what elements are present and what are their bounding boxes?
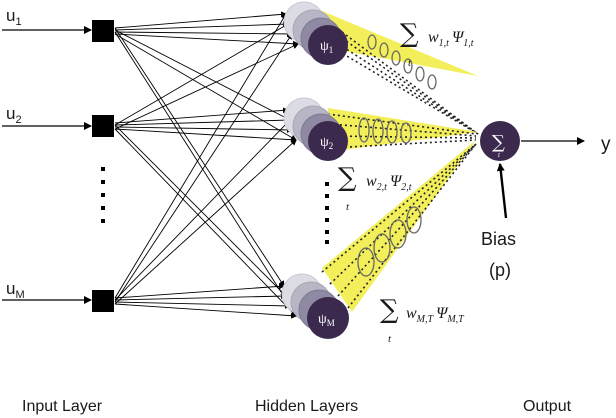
svg-text:t: t (346, 201, 350, 213)
svg-text:∑: ∑ (400, 19, 419, 49)
hidden-node-1: ψ1 (283, 1, 348, 65)
input-node-m (92, 290, 114, 312)
connection-line (114, 283, 285, 299)
connection-line (114, 293, 287, 301)
input-hidden-connections (114, 11, 299, 319)
connection-line (114, 29, 291, 121)
connection-line (114, 139, 297, 305)
connection-line (114, 13, 287, 299)
output-layer-label: Output (523, 398, 572, 415)
bias-arrow (496, 163, 508, 219)
svg-text:∑: ∑ (492, 132, 505, 153)
connection-line (114, 107, 289, 124)
connection-line (114, 43, 299, 130)
input-label-m: uM (6, 279, 25, 301)
svg-text:ψ1: ψ1 (320, 39, 333, 55)
weight-fan-2 (327, 108, 478, 152)
input-ellipsis (101, 167, 105, 223)
input-arrows (2, 26, 92, 304)
connection-line (114, 126, 293, 133)
svg-text:∑: ∑ (338, 163, 357, 193)
hidden-layers-label: Hidden Layers (255, 398, 358, 415)
svg-text:t: t (498, 151, 501, 159)
connection-line (114, 21, 289, 31)
output-node: ∑ t (480, 121, 520, 161)
svg-text:ψM: ψM (318, 312, 335, 328)
hidden-node-2: ψ2 (283, 97, 348, 161)
svg-text:w1,tΨ1,t: w1,tΨ1,t (428, 29, 474, 49)
svg-text:t: t (408, 57, 412, 69)
connection-line (114, 33, 293, 303)
input-label-1: u1 (6, 6, 22, 28)
connection-line (114, 128, 297, 143)
input-node-1 (92, 20, 114, 42)
connection-line (114, 117, 291, 126)
input-node-2 (92, 115, 114, 137)
svg-text:wM,TΨM,T: wM,TΨM,T (406, 305, 465, 325)
connection-line (114, 33, 299, 47)
svg-text:w2,tΨ2,t: w2,tΨ2,t (366, 173, 412, 193)
input-layer-label: Input Layer (22, 398, 103, 415)
connection-line (114, 303, 297, 319)
hidden-node-m: ψM (281, 273, 349, 339)
connection-line (114, 30, 293, 37)
bias-param-label: (p) (489, 260, 511, 280)
input-label-2: u2 (6, 104, 22, 126)
connection-line (114, 23, 289, 126)
weight-fan-1 (315, 8, 479, 135)
connection-line (114, 11, 287, 29)
svg-text:ψ2: ψ2 (320, 135, 333, 151)
bias-label: Bias (481, 229, 516, 249)
output-y-label: y (601, 134, 611, 155)
weight-fan-m (321, 140, 477, 312)
connection-line (114, 119, 291, 301)
svg-text:t: t (388, 333, 392, 345)
svg-text:∑: ∑ (380, 295, 399, 325)
hidden-ellipsis (325, 182, 329, 244)
connection-line (114, 124, 287, 297)
connection-line (114, 301, 291, 309)
